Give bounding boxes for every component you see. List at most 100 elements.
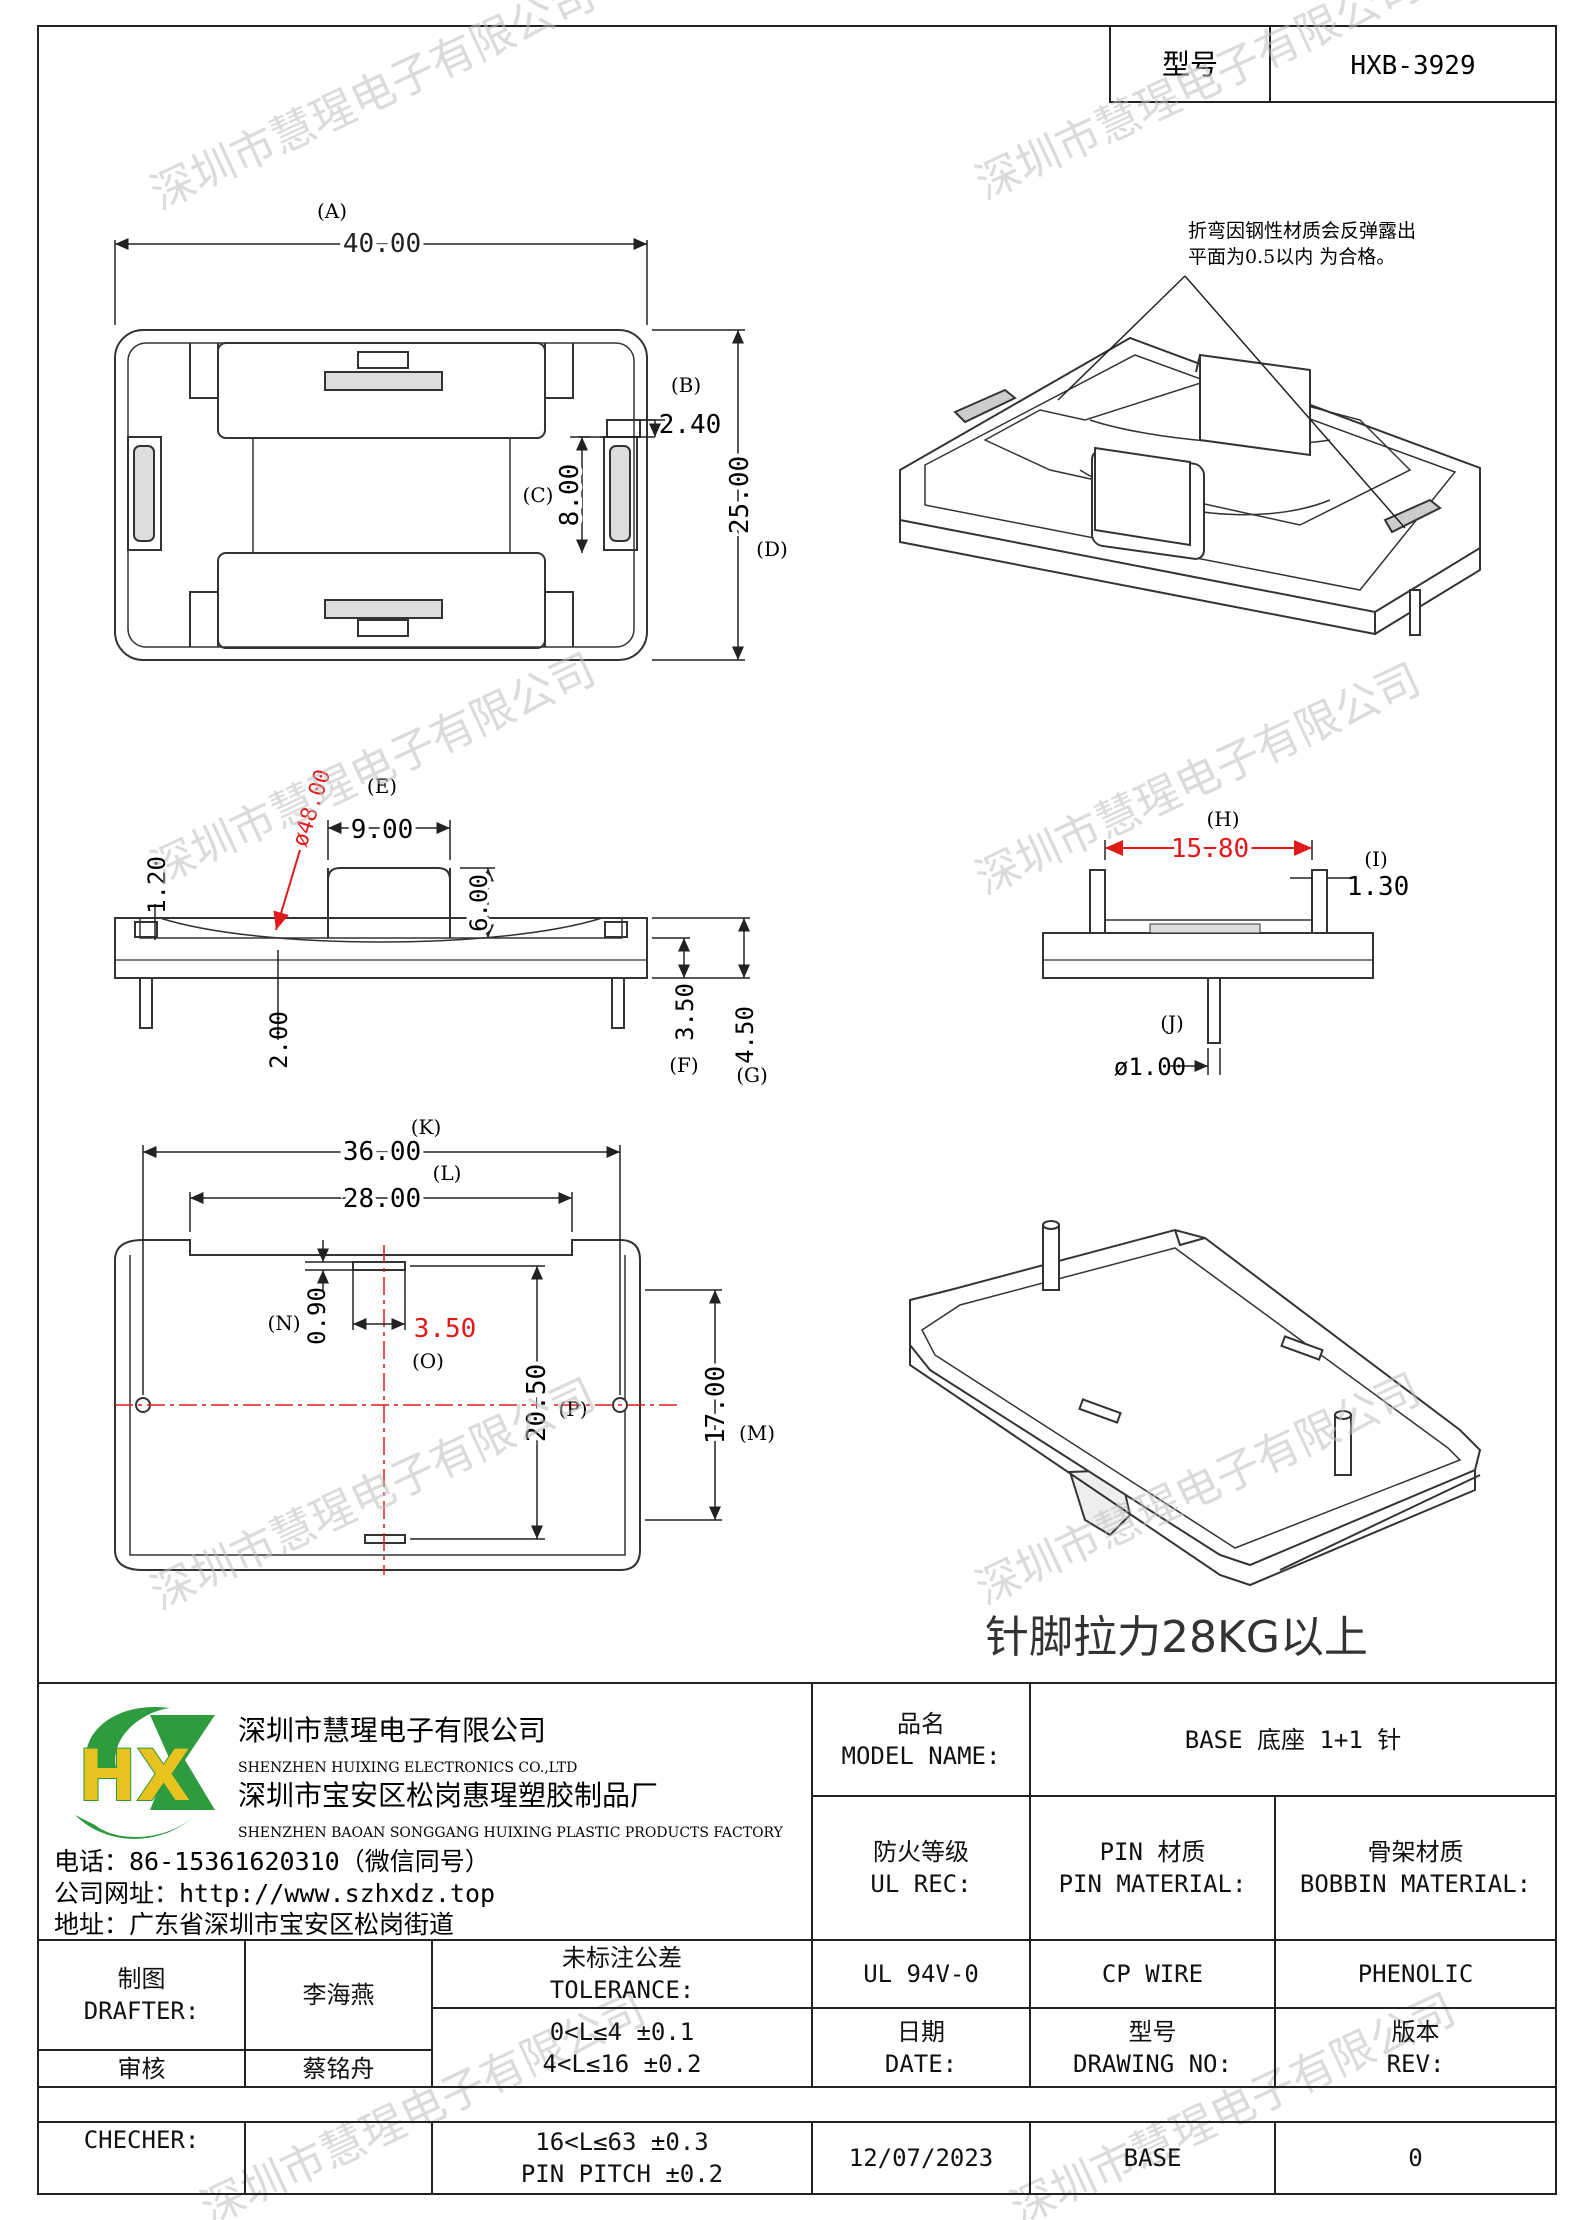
drafter-cn: 制图 [117, 1965, 166, 1993]
dim-E-label: (E) [367, 774, 397, 798]
dim-N-label: (N) [267, 1311, 300, 1335]
ul-rec-cn: 防火等级 [873, 1838, 969, 1866]
company-logo: HX [75, 1706, 215, 1839]
reviewer-name-cell: 蔡铭舟 [245, 2050, 432, 2087]
dim-C-label: (C) [523, 483, 554, 507]
dim-F-value: 3.50 [671, 983, 699, 1041]
ul-rec-en: UL REC: [870, 1870, 972, 1898]
date-cn: 日期 [897, 2017, 945, 2046]
watermark-1: 深圳市慧瑆电子有限公司 [143, 0, 603, 220]
tolerance-row-1: 0<L≤4 ±0.1 [549, 2017, 695, 2046]
tolerance-rows-1: 0<L≤4 ±0.1 4<L≤16 ±0.2 [432, 2008, 812, 2087]
side-view [1042, 869, 1374, 1044]
dim-L-value: 28.00 [343, 1184, 421, 1214]
bottom-view-centerlines [115, 1245, 680, 1575]
company-name-en: SHENZHEN HUIXING ELECTRONICS CO.,LTD [238, 1760, 577, 1776]
dim-6.00-value: 6.00 [465, 874, 493, 932]
tolerance-cn: 未标注公差 [562, 1944, 682, 1972]
note-pull-force: 针脚拉力28KG以上 [985, 1612, 1368, 1663]
company-address: 地址：广东省深圳市宝安区松岗街道 [54, 1910, 454, 1939]
pin-material-en: PIN MATERIAL: [1058, 1870, 1247, 1898]
bobbin-material-header: 骨架材质 BOBBIN MATERIAL: [1275, 1796, 1556, 1940]
company-website: 公司网址：http://www.szhxdz.top [54, 1879, 495, 1908]
date-en: DATE: [884, 2049, 958, 2078]
bobbin-material-en: BOBBIN MATERIAL: [1299, 1870, 1532, 1898]
reviewer-cn: 审核 [117, 2054, 166, 2083]
factory-name-en: SHENZHEN BAOAN SONGGANG HUIXING PLASTIC … [238, 1825, 784, 1841]
dim-H-label: (H) [1206, 807, 1239, 831]
dim-J-value: ø1.00 [1114, 1053, 1186, 1081]
top-view-dims [114, 238, 745, 661]
front-view [114, 867, 648, 1029]
dim-G-label: (G) [736, 1063, 768, 1087]
iso-view-bottom [909, 1220, 1482, 1587]
product-name-en: MODEL NAME: [841, 1741, 1001, 1770]
dim-K-label: (K) [411, 1115, 442, 1139]
ul-value: UL 94V-0 [863, 1960, 979, 1988]
drawing-no-en: DRAWING NO: [1073, 2049, 1232, 2078]
dim-I-value: 1.30 [1347, 872, 1410, 902]
dim-I-label: (I) [1364, 847, 1388, 871]
date-value: 12/07/2023 [848, 2144, 994, 2172]
ul-value-cell: UL 94V-0 [812, 1940, 1030, 2008]
drawing-no-header: 型号 DRAWING NO: [1030, 2008, 1275, 2087]
pin-material-cn: PIN 材质 [1099, 1838, 1206, 1866]
watermark-3: 深圳市慧瑆电子有限公司 [143, 644, 603, 895]
checker-header: CHECHER: [38, 2122, 245, 2158]
date-value-cell: 12/07/2023 [812, 2122, 1030, 2194]
tolerance-row-3: 16<L≤63 ±0.3 [535, 2128, 709, 2156]
bobbin-value-cell: PHENOLIC [1275, 1940, 1556, 2008]
dim-D-value: 25.00 [725, 456, 755, 534]
factory-name-cn: 深圳市宝安区松岗惠瑆塑胶制品厂 [238, 1779, 658, 1812]
product-name-value-cell: BASE 底座 1+1 针 [1030, 1683, 1556, 1796]
logo-letters: HX [78, 1735, 191, 1817]
spring-back-leaders [1057, 275, 1406, 529]
tolerance-row-2: 4<L≤16 ±0.2 [542, 2049, 702, 2078]
model-box: 型号 HXB-3929 [1109, 25, 1557, 103]
company-name-cn: 深圳市慧瑆电子有限公司 [238, 1714, 546, 1747]
dim-O-value: 3.50 [414, 1314, 477, 1344]
note-spring-back-1: 折弯因钢性材质会反弹露出 [1188, 220, 1416, 242]
dim-E-value: 9.00 [351, 815, 414, 845]
drafter-en: DRAFTER: [83, 1997, 200, 2025]
dim-P-value: 20.50 [522, 1364, 552, 1442]
rev-value-cell: 0 [1275, 2122, 1556, 2194]
company-phone: 电话：86-15361620310（微信同号） [54, 1847, 490, 1876]
dim-P-label: (P) [558, 1397, 587, 1421]
drafter-name: 李海燕 [302, 1981, 375, 2009]
ul-rec-header: 防火等级 UL REC: [812, 1796, 1030, 1940]
rev-header: 版本 REV: [1275, 2008, 1556, 2087]
model-box-value: HXB-3929 [1350, 51, 1475, 81]
dim-K-value: 36.00 [343, 1137, 421, 1167]
bottom-view-dims [142, 1145, 722, 1540]
dim-M-label: (M) [739, 1421, 775, 1445]
dim-B-label: (B) [671, 373, 701, 397]
reviewer-name: 蔡铭舟 [302, 2054, 375, 2083]
dim-M-value: 17.00 [701, 1366, 731, 1444]
tolerance-row-4: PIN PITCH ±0.2 [520, 2160, 724, 2188]
radius-leader [273, 849, 301, 931]
dim-N-value: 0.90 [303, 1287, 331, 1345]
pin-material-header: PIN 材质 PIN MATERIAL: [1030, 1796, 1275, 1940]
tolerance-en: TOLERANCE: [549, 1976, 695, 2004]
tolerance-header: 未标注公差 TOLERANCE: [432, 1940, 812, 2008]
rev-cn: 版本 [1391, 2017, 1440, 2046]
drawing-no-cn: 型号 [1128, 2017, 1177, 2046]
rev-en: REV: [1386, 2049, 1445, 2078]
front-view-dims [154, 820, 750, 1040]
tolerance-rows-2: 16<L≤63 ±0.3 PIN PITCH ±0.2 [432, 2122, 812, 2194]
iso-view-top [899, 336, 1481, 636]
rev-value: 0 [1408, 2144, 1423, 2172]
dim-1.20-value: 1.20 [143, 856, 171, 914]
product-name-value: BASE 底座 1+1 针 [1184, 1725, 1402, 1754]
dim-G-value: 4.50 [731, 1006, 759, 1064]
dim-J-label: (J) [1160, 1011, 1184, 1035]
product-name-cn: 品名 [897, 1709, 945, 1738]
dim-H-value: 15.80 [1171, 834, 1249, 864]
checker-en: CHECHER: [83, 2126, 200, 2154]
bobbin-value: PHENOLIC [1357, 1960, 1474, 1988]
pin-value: CP WIRE [1101, 1960, 1204, 1988]
dim-C-value: 8.00 [555, 464, 585, 527]
date-header: 日期 DATE: [812, 2008, 1030, 2087]
